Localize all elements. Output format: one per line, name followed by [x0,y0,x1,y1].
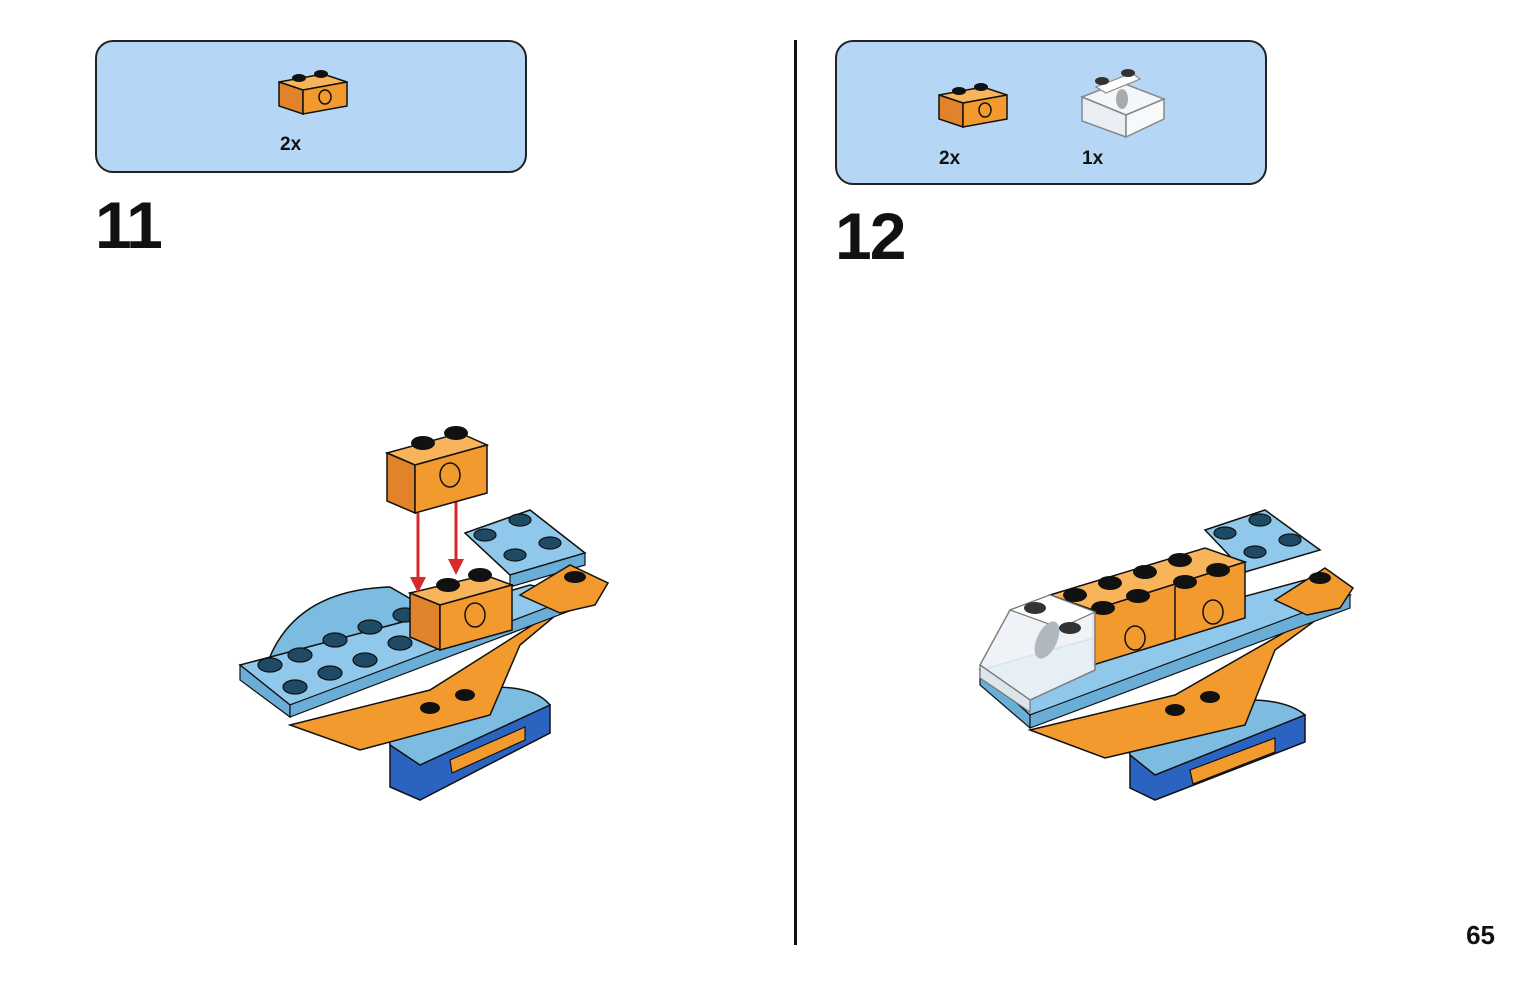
body-orange-hull [287,594,581,751]
parts-box-step-11: 2x [95,40,527,173]
orange-technic-brick-icon [278,70,348,116]
step-11-assembly-illustration [238,426,610,801]
placement-arrows [410,500,464,593]
part-quantity: 2x [939,148,961,169]
page-number: 65 [1466,920,1495,950]
orange-technic-brick-icon [938,83,1008,129]
transparent-slope-brick-icon [1079,69,1167,139]
new-orange-brick [384,426,490,515]
part-quantity: 1x [1082,148,1104,169]
page-divider [794,40,797,945]
step-12-assembly-illustration [978,509,1355,801]
step-number-12: 12 [835,199,906,273]
step-number-11: 11 [95,188,163,262]
part-quantity: 2x [280,134,302,155]
parts-box-step-12: 2x 1x [835,40,1267,185]
